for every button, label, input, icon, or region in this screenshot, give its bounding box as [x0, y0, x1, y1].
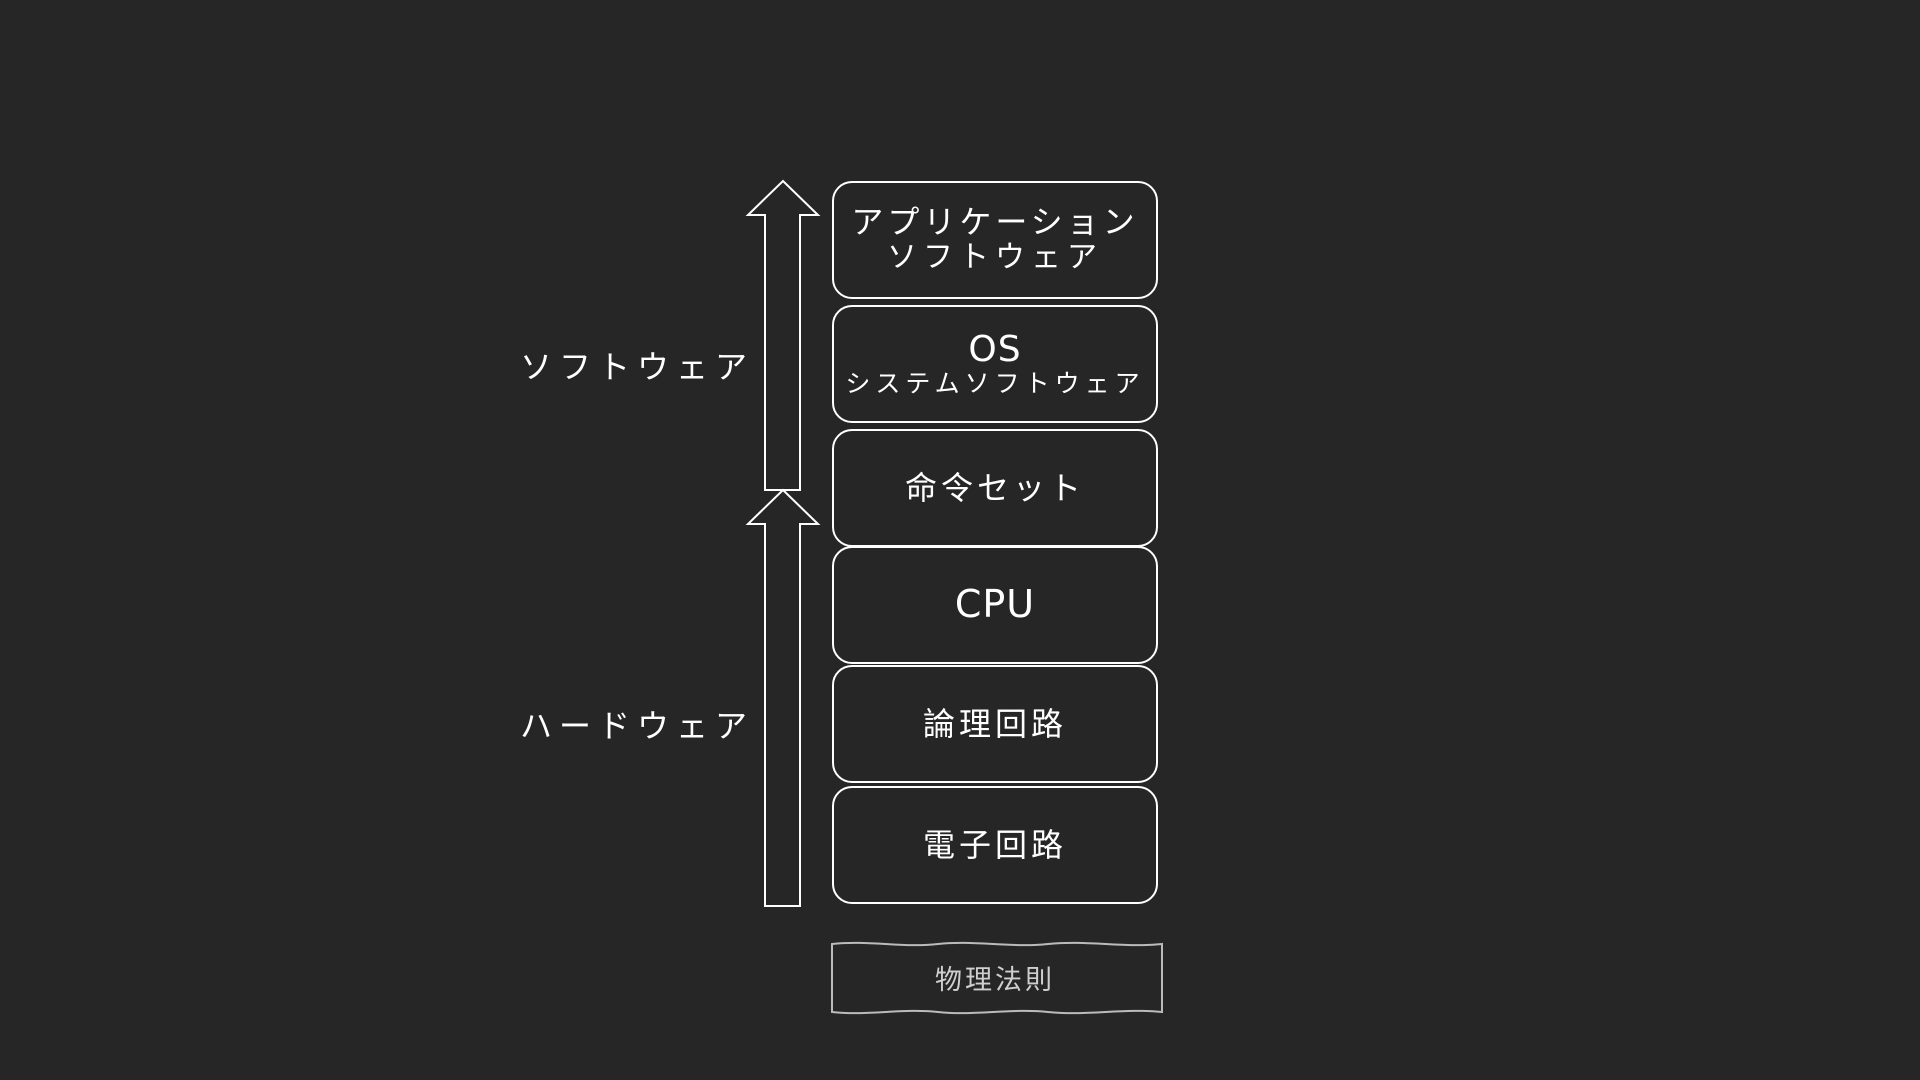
layer-title: OS [968, 328, 1022, 370]
layer-title: 命令セット [904, 468, 1085, 507]
layer-title: 論理回路 [922, 704, 1067, 743]
layer-title: CPU [954, 582, 1036, 627]
layer-electronic-circuit: 電子回路 [832, 786, 1158, 904]
layer-title: アプリケーション [851, 203, 1139, 242]
layer-logic-circuit: 論理回路 [832, 665, 1158, 783]
software-label: ソフトウェア [520, 348, 755, 386]
layer-subtitle: システムソフトウェア [845, 369, 1145, 399]
foundation-box [831, 941, 1163, 1015]
layer-os: OS システムソフトウェア [832, 305, 1158, 423]
layer-application-software: アプリケーション ソフトウェア [832, 181, 1158, 299]
software-arrow [745, 179, 821, 491]
hardware-arrow [745, 488, 821, 907]
layer-title: 電子回路 [922, 825, 1067, 864]
layer-instruction-set: 命令セット [832, 429, 1158, 547]
layer-subtitle: ソフトウェア [887, 240, 1103, 276]
foundation-outline [831, 941, 1163, 1015]
hardware-label: ハードウェア [520, 707, 755, 745]
layer-cpu: CPU [832, 546, 1158, 664]
foundation-label: 物理法則 [935, 964, 1055, 996]
